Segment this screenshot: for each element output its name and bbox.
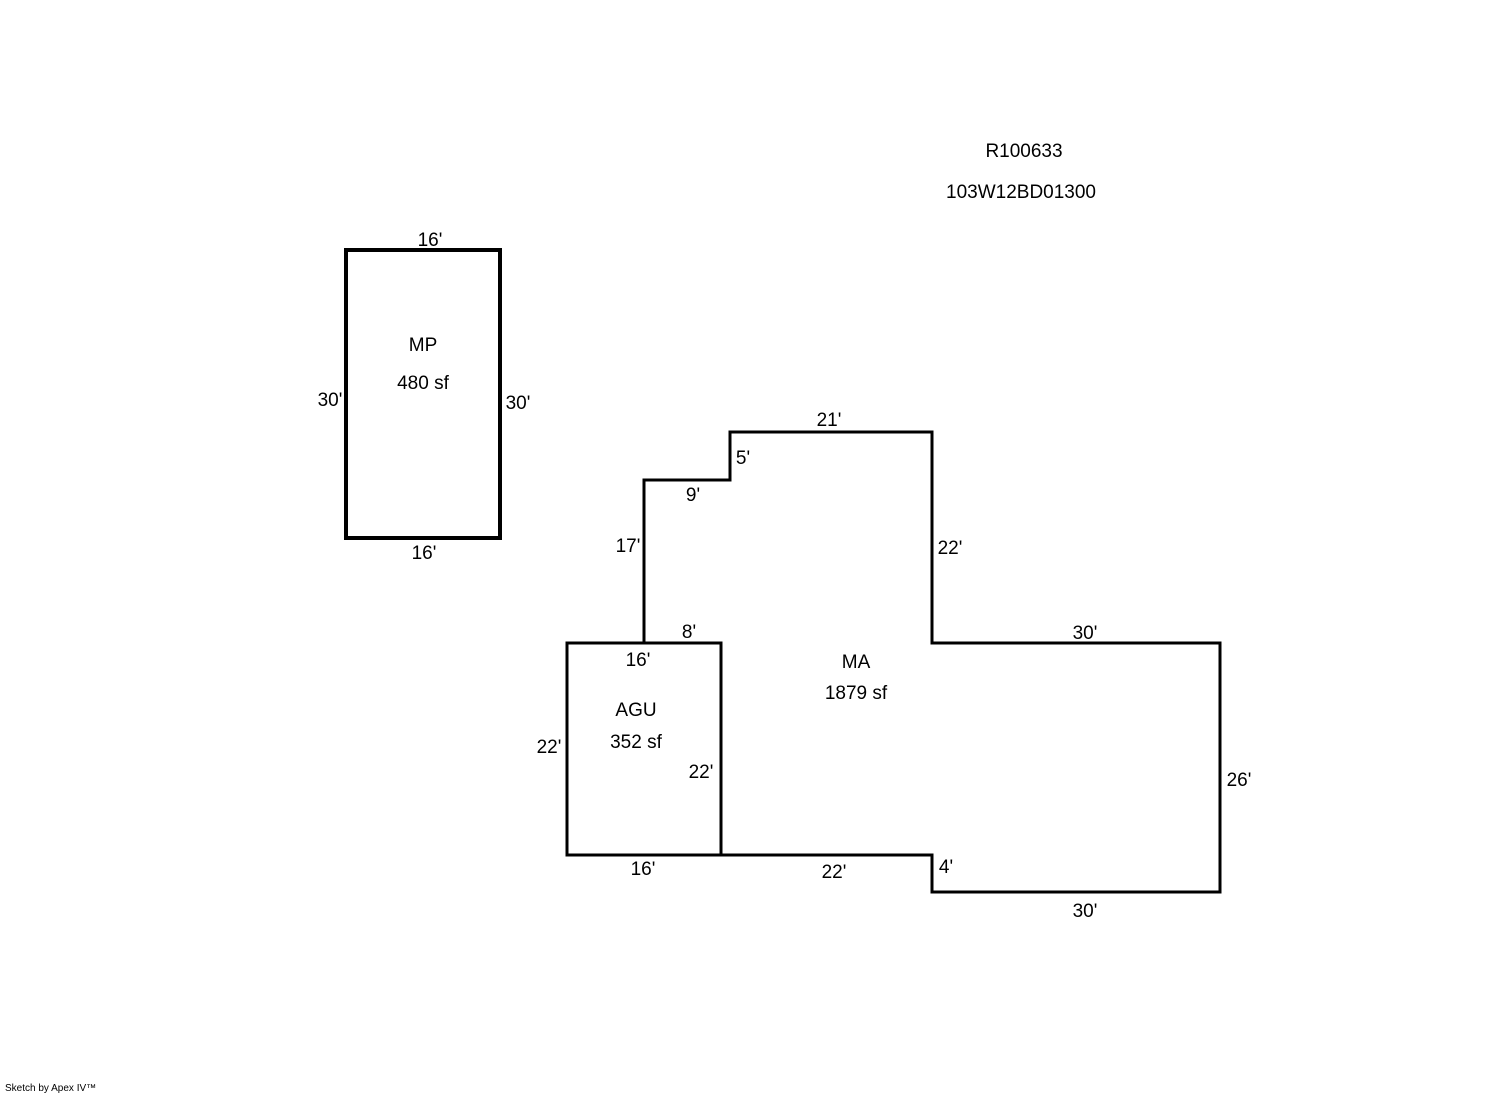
ma-dim-step-vertical: 5'	[736, 448, 750, 469]
ma-dim-bottom-step: 4'	[939, 857, 953, 878]
sketch-credit: Sketch by Apex IV™	[5, 1083, 96, 1094]
ma-dim-right-upper: 22'	[938, 538, 963, 559]
agu-dim-left: 22'	[537, 737, 562, 758]
mp-outline	[344, 248, 502, 540]
map-tax-lot: 103W12BD01300	[946, 182, 1096, 203]
agu-code: AGU	[615, 700, 656, 721]
ma-outline	[642, 430, 1222, 894]
ma-dim-top-left-ledge: 8'	[682, 622, 696, 643]
ma-dim-bottom-middle: 22'	[822, 862, 847, 883]
ma-dim-right: 26'	[1227, 770, 1252, 791]
mp-dim-top: 16'	[418, 230, 443, 251]
ma-dim-step-horizontal: 9'	[686, 485, 700, 506]
agu-dim-bottom: 16'	[631, 859, 656, 880]
agu-outline	[565, 641, 723, 857]
mp-dim-left: 30'	[318, 390, 343, 411]
mp-area: 480 sf	[397, 373, 449, 394]
agu-area: 352 sf	[610, 732, 662, 753]
agu-dim-right: 22'	[689, 762, 714, 783]
ma-code: MA	[842, 652, 871, 673]
mp-code: MP	[409, 335, 438, 356]
agu-dim-top: 16'	[626, 650, 651, 671]
ma-dim-bottom-right-wing: 30'	[1073, 901, 1098, 922]
mp-dim-bottom: 16'	[412, 543, 437, 564]
ma-dim-top-right-wing: 30'	[1073, 623, 1098, 644]
ma-dim-top: 21'	[817, 410, 842, 431]
ma-dim-left-upper: 17'	[616, 536, 641, 557]
ma-area: 1879 sf	[825, 683, 888, 704]
account-number: R100633	[985, 141, 1062, 162]
mp-dim-right: 30'	[506, 393, 531, 414]
